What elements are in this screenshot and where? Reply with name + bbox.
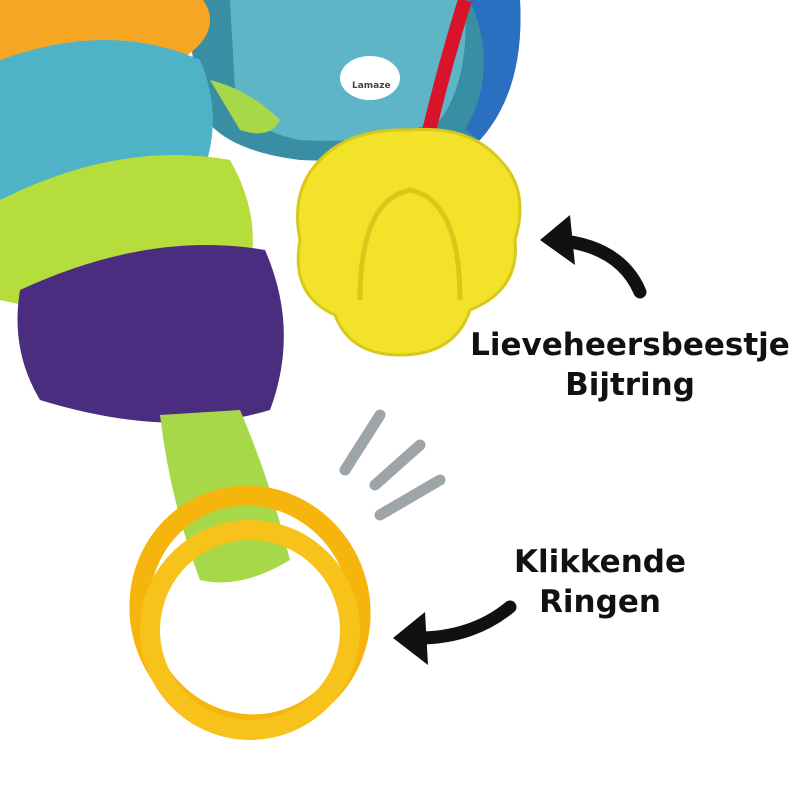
logo-badge (340, 56, 400, 100)
ladybug-teether (296, 127, 522, 357)
clicking-rings (129, 485, 371, 740)
motion-lines-icon (339, 409, 446, 521)
arrow-icon (540, 215, 647, 299)
label-line: Ringen (539, 584, 661, 620)
rings-label: Klikkende Ringen (500, 542, 700, 622)
label-line: Lieveheersbeestje (470, 327, 790, 363)
purple-segment (17, 245, 284, 423)
teether-label: Lieveheersbeestje Bijtring (470, 325, 790, 405)
label-line: Bijtring (565, 367, 695, 403)
lamaze-logo: Lamaze (352, 81, 391, 91)
arrow-icon (393, 600, 517, 665)
label-line: Klikkende (514, 544, 686, 580)
leaf (210, 80, 280, 134)
